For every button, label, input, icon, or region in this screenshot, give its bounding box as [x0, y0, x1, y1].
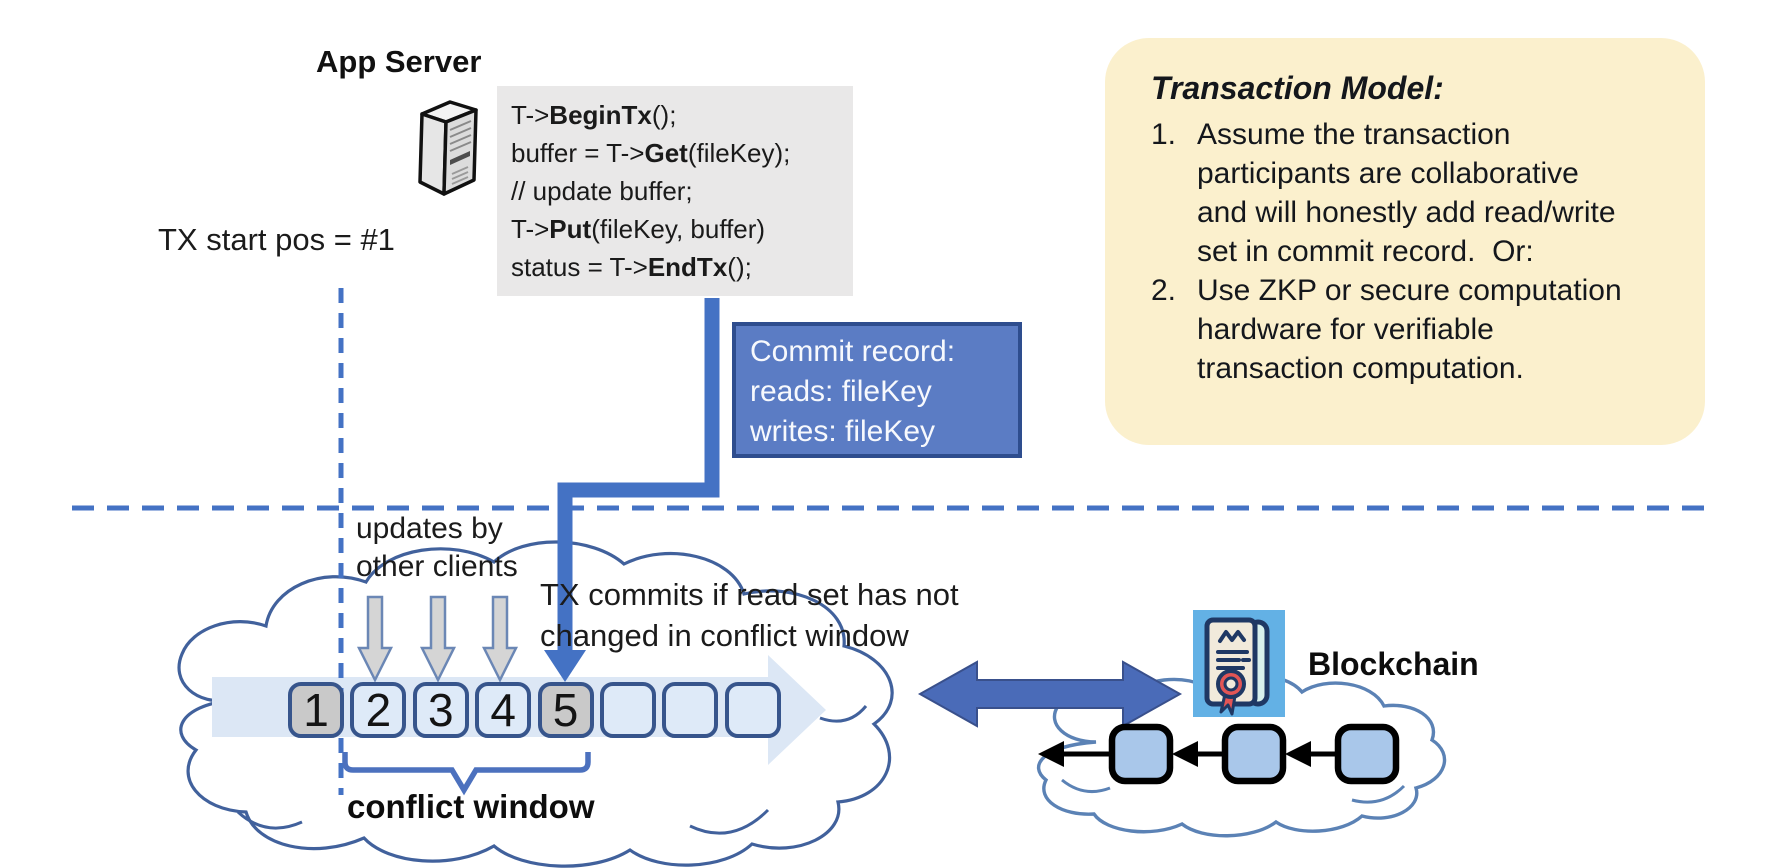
blue-elbow-down-arrow-icon	[557, 298, 720, 652]
ledger-block-8	[724, 682, 781, 738]
chain-block	[1108, 723, 1174, 785]
blue-arrowhead	[544, 650, 586, 682]
left-cloud-curl	[819, 705, 868, 723]
commit-record-box: Commit record: reads: fileKey writes: fi…	[732, 322, 1022, 458]
item-number: 2.	[1151, 274, 1177, 307]
transaction-model-title: Transaction Model:	[1151, 70, 1444, 106]
ledger-block-1: 1	[288, 682, 344, 738]
left-cloud-curl	[236, 810, 303, 830]
ledger-block-5: 5	[537, 682, 594, 738]
conflict-window-label: conflict window	[347, 788, 595, 825]
transaction-model-item-1: 1. Assume the transaction participants ar…	[1151, 115, 1669, 271]
gray-down-arrow-icon	[481, 595, 519, 683]
item-text: Use ZKP or secure computation hardware f…	[1197, 274, 1622, 385]
code-line-3: // update buffer;	[511, 176, 693, 206]
gray-down-arrow-icon	[356, 595, 394, 683]
transaction-model-panel: Transaction Model: 1. Assume the transact…	[1105, 38, 1705, 445]
chain-block	[1221, 723, 1287, 785]
code-line-4: T->Put(fileKey, buffer)	[511, 214, 766, 244]
updates-by-other-clients-label: updates by other clients	[356, 512, 518, 583]
gray-down-arrow-icon	[419, 595, 457, 683]
chain-block	[1334, 723, 1400, 785]
transaction-model-list: 1. Assume the transaction participants ar…	[1151, 115, 1669, 388]
ledger-block-6	[600, 682, 656, 738]
right-cloud-curl	[1351, 784, 1406, 804]
code-line-2: buffer = T->Get(fileKey);	[511, 138, 791, 168]
ledger-block-4: 4	[475, 682, 532, 738]
certificate-scroll-icon	[1193, 610, 1285, 722]
tx-start-pos-label: TX start pos = #1	[158, 222, 395, 257]
left-cloud	[177, 540, 894, 868]
ledger-block-7	[662, 682, 719, 738]
code-block: T->BeginTx(); buffer = T->Get(fileKey); //…	[497, 86, 853, 296]
conflict-window-bracket	[342, 752, 591, 796]
code-line-1: T->BeginTx();	[511, 100, 677, 130]
left-cloud-curl	[689, 808, 770, 835]
item-number: 1.	[1151, 118, 1177, 151]
ledger-block-3: 3	[412, 682, 469, 738]
code-line-5: status = T->EndTx();	[511, 252, 752, 282]
double-headed-arrow-icon	[917, 660, 1183, 728]
black-left-arrow-icon	[1038, 741, 1064, 767]
tx-commits-note: TX commits if read set has not changed i…	[540, 577, 959, 653]
app-server-tower-icon	[412, 94, 484, 203]
black-left-arrow-icon	[1285, 741, 1311, 767]
blockchain-label: Blockchain	[1308, 646, 1479, 682]
black-left-arrow-icon	[1172, 741, 1198, 767]
app-server-label: App Server	[316, 44, 482, 79]
right-cloud-curl	[1061, 778, 1111, 794]
ledger-block-2: 2	[350, 682, 407, 738]
transaction-model-item-2: 2. Use ZKP or secure computation hardware…	[1151, 271, 1669, 388]
item-text: Assume the transaction participants are …	[1197, 118, 1616, 268]
